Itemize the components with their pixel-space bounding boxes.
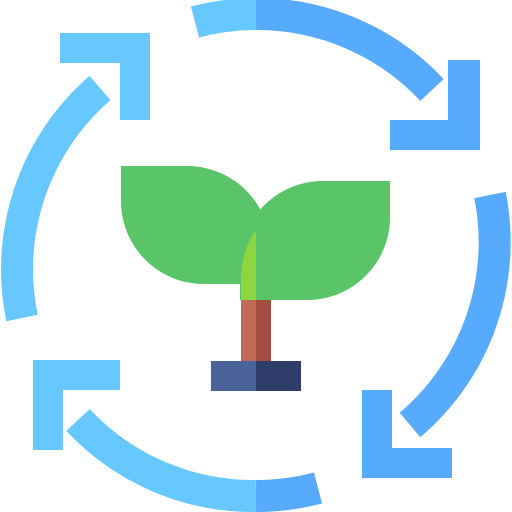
leaf-right xyxy=(240,181,390,300)
stem-right xyxy=(256,300,271,361)
leaf-left xyxy=(121,166,270,284)
sprout-icon xyxy=(121,166,390,361)
arrow-head-bottom-left xyxy=(33,360,120,450)
arrow-left-arc xyxy=(1,75,111,322)
leaf-highlight xyxy=(241,230,256,300)
stem-left xyxy=(241,300,256,361)
base-right xyxy=(256,361,301,391)
arrow-bottom-arc-left xyxy=(66,408,257,512)
arrow-head-top-left xyxy=(60,33,150,120)
pot-icon xyxy=(211,361,301,391)
arrow-top-arc-right xyxy=(255,0,444,102)
base-left xyxy=(211,361,256,391)
arrow-head-bottom-right xyxy=(362,390,452,478)
arrow-head-top-right xyxy=(390,60,480,150)
arrow-bottom-arc-right xyxy=(255,472,323,512)
arrow-top-arc-left xyxy=(190,0,257,38)
arrow-right-arc xyxy=(399,191,511,438)
